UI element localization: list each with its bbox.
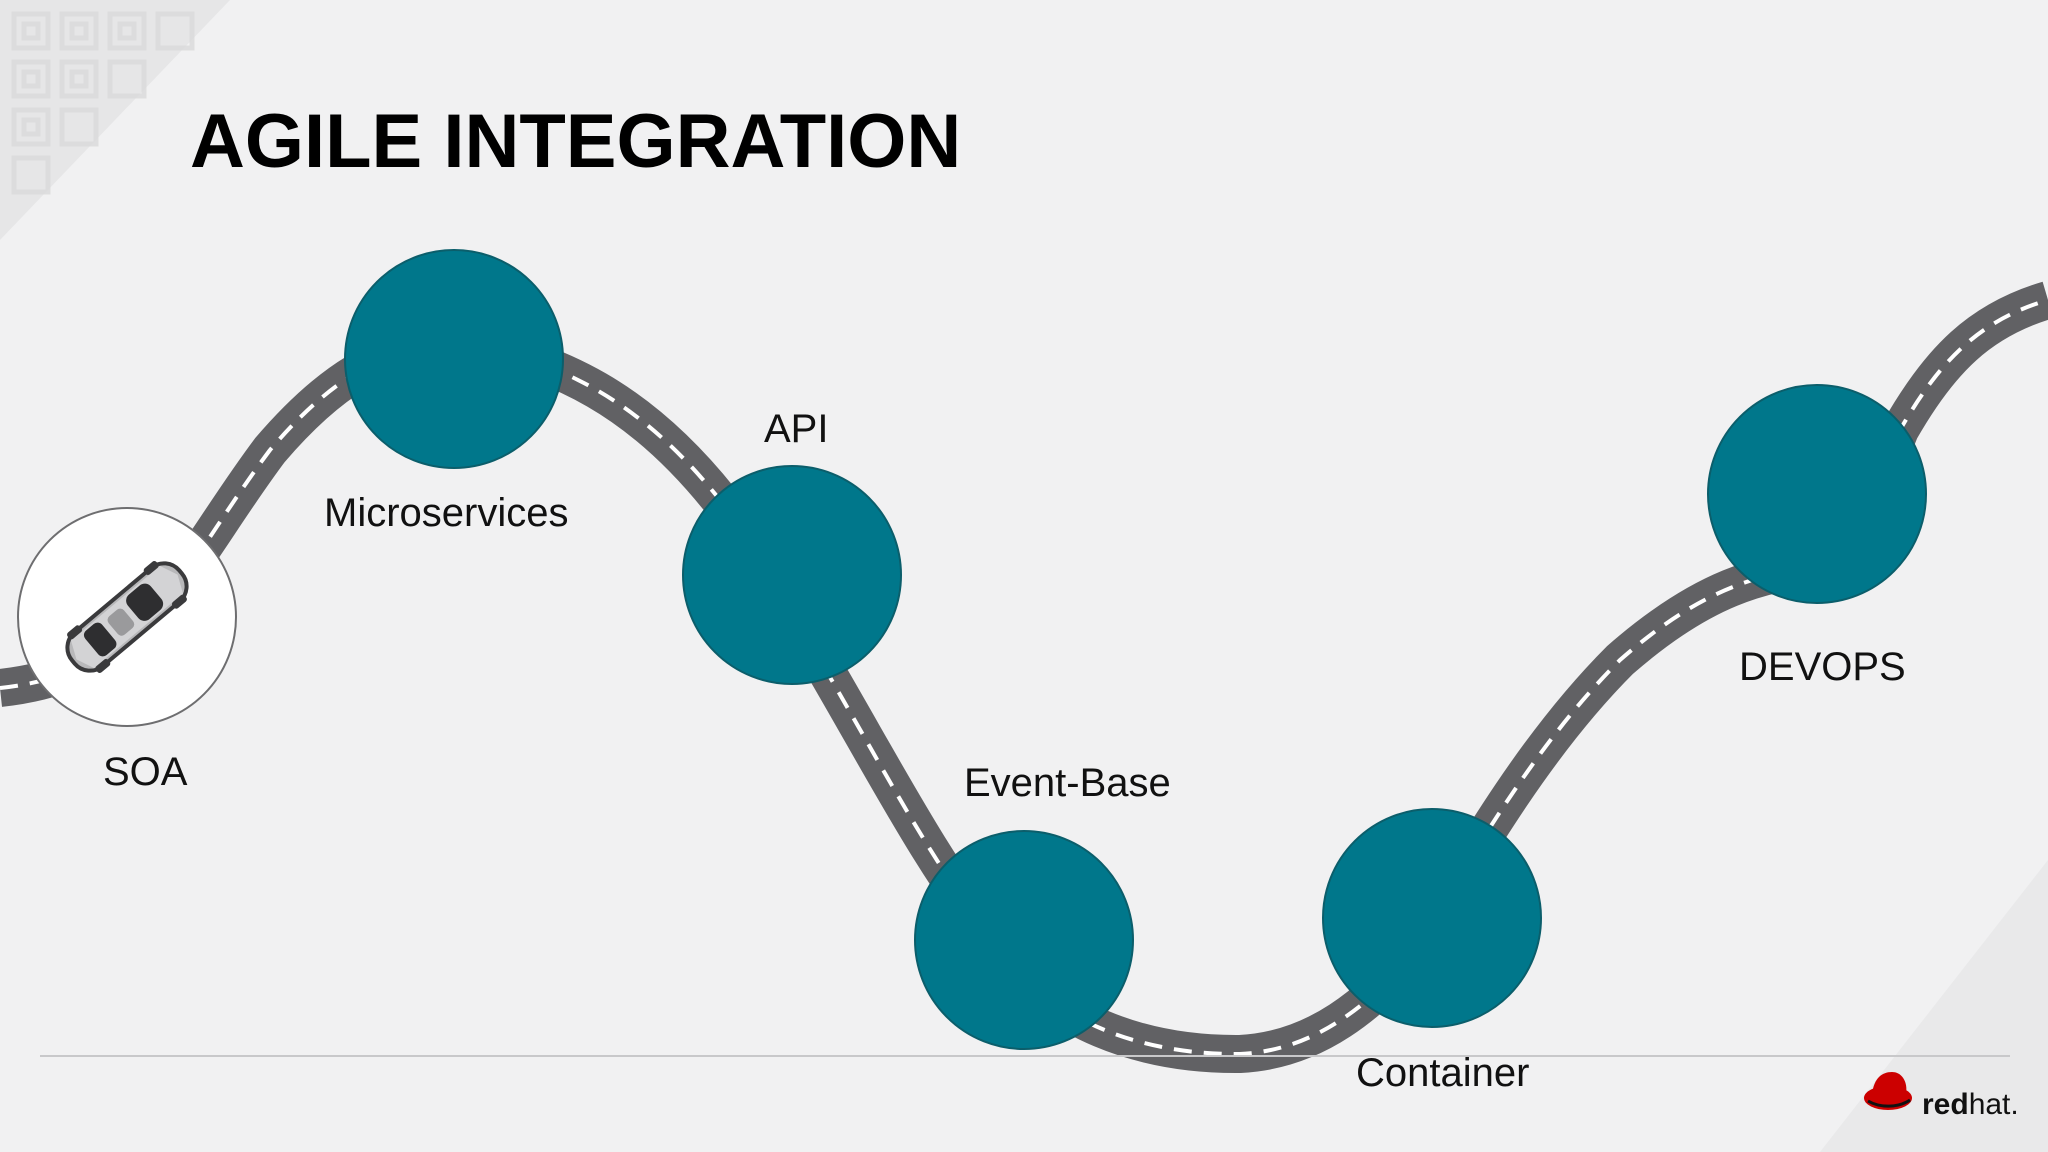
redhat-wordmark-light: hat. bbox=[1969, 1088, 2019, 1121]
slide-title: AGILE INTEGRATION bbox=[190, 99, 961, 184]
redhat-wordmark-bold: red bbox=[1922, 1088, 1969, 1121]
stage-node-event-base bbox=[914, 830, 1134, 1050]
stage-event-base: Event-Base bbox=[914, 761, 1171, 1050]
background-facet-left bbox=[0, 0, 230, 240]
stage-node-devops bbox=[1707, 384, 1927, 604]
stage-label-event-base: Event-Base bbox=[964, 761, 1171, 805]
stage-node-microservices bbox=[344, 249, 564, 469]
stage-node-api bbox=[682, 465, 902, 685]
stage-label-api: API bbox=[764, 407, 828, 451]
stage-label-devops: DEVOPS bbox=[1739, 645, 1906, 689]
stage-label-container: Container bbox=[1356, 1051, 1529, 1095]
background-facet-right bbox=[1820, 860, 2048, 1152]
background-pattern-icon bbox=[11, 11, 195, 195]
stage-container: Container bbox=[1322, 808, 1542, 1095]
stage-label-soa: SOA bbox=[103, 750, 188, 794]
stage-devops: DEVOPS bbox=[1707, 384, 1927, 689]
redhat-shadowman-icon bbox=[1864, 1072, 1912, 1110]
redhat-wordmark: redhat. bbox=[1922, 1088, 2019, 1121]
stage-node-container bbox=[1322, 808, 1542, 1028]
redhat-logo: redhat. bbox=[1864, 1072, 2019, 1121]
car-icon bbox=[65, 561, 189, 673]
stage-soa: SOA bbox=[17, 507, 237, 794]
stage-microservices: Microservices bbox=[324, 249, 568, 535]
stage-label-microservices: Microservices bbox=[324, 491, 568, 535]
stage-api: API bbox=[682, 407, 902, 685]
